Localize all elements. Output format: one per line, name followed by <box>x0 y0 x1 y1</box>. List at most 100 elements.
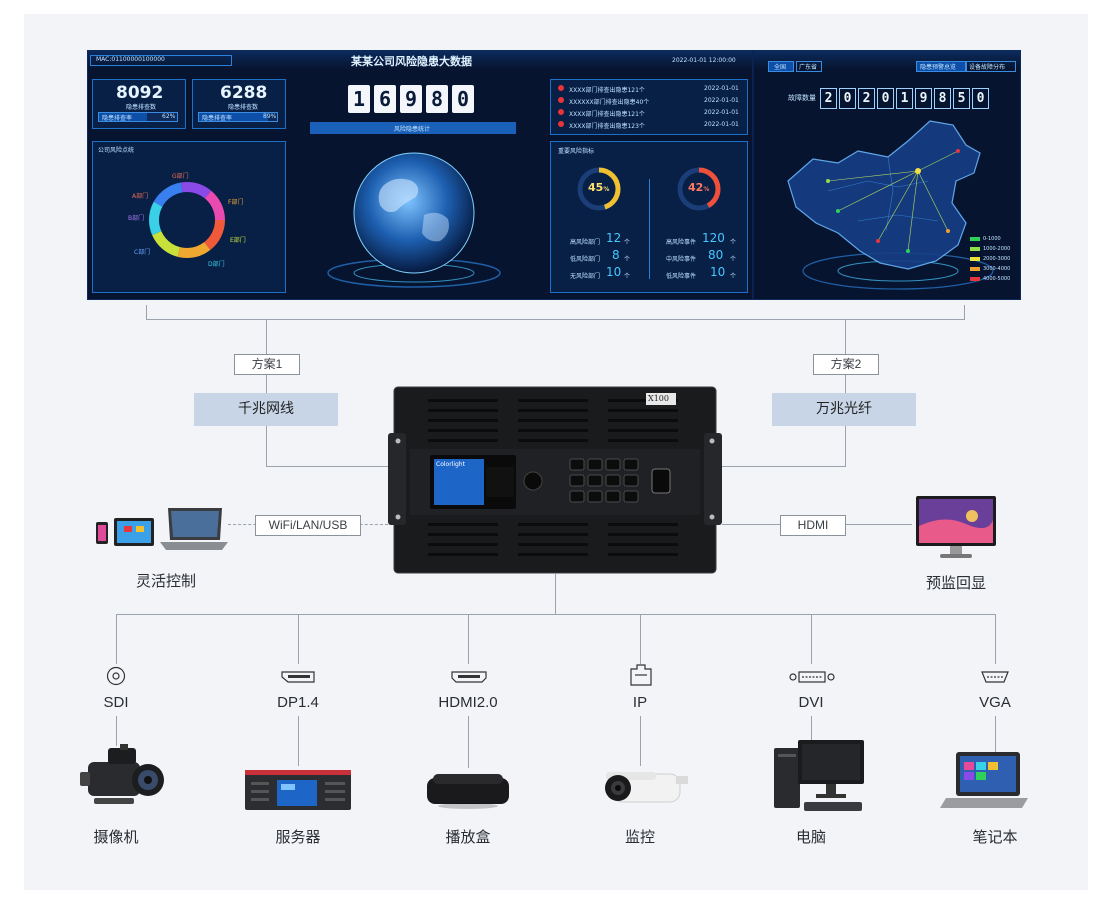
risk-right-label-3: 低风险事件 <box>666 273 697 280</box>
control-label: 灵活控制 <box>135 572 196 590</box>
port-label-hdmi: HDMI2.0 <box>438 694 498 711</box>
alert-date-3: 2022-01-01 <box>704 109 739 116</box>
stat-1-bar-rest <box>147 113 177 121</box>
donut-slice-a <box>149 182 225 258</box>
legend-swatch-5 <box>970 277 980 281</box>
fault-digit-3: 2 <box>858 88 875 109</box>
risk-right-value-2: 80 <box>708 248 724 262</box>
department-risk-title: 公司风险点统 <box>98 147 135 154</box>
alert-text-1: XXXX部门排查出隐患121个 <box>569 87 645 94</box>
port-label-vga: VGA <box>979 694 1011 711</box>
wall-bracket-right <box>964 305 965 319</box>
risk-left-label-3: 无风险部门 <box>570 273 601 280</box>
fault-digit-7: 8 <box>934 88 951 109</box>
device-label-surveillance: 监控 <box>624 828 655 846</box>
vga-port-icon <box>981 671 1009 683</box>
dvi-port-icon <box>789 671 835 683</box>
donut-slice-d <box>149 182 225 258</box>
alert-date-2: 2022-01-01 <box>704 97 739 104</box>
risk-right-label-1: 高风险事件 <box>666 239 697 246</box>
surveillance-camera-icon <box>605 772 688 803</box>
dashboard-title: 某某公司风险隐患大数据 <box>351 55 472 68</box>
fault-digit-8: 5 <box>953 88 970 109</box>
fault-digit-2: 0 <box>839 88 856 109</box>
map-tab-faults-label: 设备故障分布 <box>969 64 1006 71</box>
legend-label-2: 1000-2000 <box>983 246 1011 252</box>
port-label-ip: IP <box>632 694 648 711</box>
risk-divider <box>649 179 650 279</box>
device-model-label: X100 <box>648 394 669 403</box>
dp-port-icon <box>281 671 315 683</box>
map-tab-province[interactable] <box>796 61 822 72</box>
counter-label: 风险隐患统计 <box>394 126 431 133</box>
donut-slice-b <box>149 182 225 258</box>
camcorder-icon <box>80 744 164 804</box>
device-label-laptop: 笔记本 <box>972 828 1018 846</box>
gauge-2 <box>677 167 721 211</box>
risk-panel-title: 重要风险指标 <box>558 148 595 155</box>
device-label-computer: 电脑 <box>795 828 826 846</box>
risk-left-value-1: 12 <box>606 231 622 245</box>
alert-icon-1 <box>558 85 564 91</box>
fault-digit-9: 0 <box>972 88 989 109</box>
input-drop-1 <box>116 614 117 664</box>
map-tab-faults[interactable] <box>966 61 1016 72</box>
legend-swatch-1 <box>970 237 980 241</box>
risk-left-label-1: 高风险部门 <box>570 239 601 246</box>
legend-label-3: 2000-3000 <box>983 256 1011 262</box>
risk-right-value-3: 10 <box>710 265 726 279</box>
monitor-icon <box>916 496 996 558</box>
port-label-dvi: DVI <box>798 694 824 711</box>
port-device-line-3 <box>468 716 469 768</box>
department-donut-chart <box>149 182 225 258</box>
stat-1-bar-value: 62% <box>162 113 176 120</box>
map-tab-national[interactable] <box>768 61 794 72</box>
device-brand-label: Colorlight <box>436 461 465 468</box>
hdmi-port-icon <box>451 671 487 683</box>
department-risk-panel <box>92 141 286 293</box>
alert-icon-3 <box>558 109 564 115</box>
port-device-line-5 <box>811 716 812 740</box>
plan1-line-horizontal <box>266 466 388 467</box>
alert-list <box>550 79 748 135</box>
fault-digit-4: 0 <box>877 88 894 109</box>
dept-label-b: B部门 <box>128 215 145 222</box>
stat-1-bar <box>98 112 178 122</box>
monitor-tag: HDMI <box>780 515 846 536</box>
mac-frame <box>90 55 232 66</box>
input-bus <box>116 614 996 615</box>
alert-icon-2 <box>558 97 564 103</box>
map-tab-warning-label: 隐患预警总览 <box>920 64 957 71</box>
device-label-media-box: 播放盒 <box>445 828 491 846</box>
port-device-line-1 <box>116 716 117 746</box>
risk-right-unit-3: 个 <box>730 273 737 280</box>
mac-address: MAC:01100000100000 <box>96 56 165 63</box>
laptop-icon <box>940 752 1028 808</box>
alert-text-4: XXXX部门排查出隐患123个 <box>569 123 645 130</box>
port-label-dp: DP1.4 <box>277 694 319 711</box>
map-tab-national-label: 全国 <box>774 64 787 71</box>
counter-digit-4: 8 <box>426 85 448 113</box>
wall-divider <box>752 51 754 299</box>
stat-1-bar-label: 隐患排查率 <box>102 115 133 122</box>
plan1-tag: 方案1 <box>234 354 300 375</box>
video-processor-device <box>388 386 722 574</box>
media-player-box-icon <box>427 774 509 809</box>
alert-text-2: XXXXXX部门排查出隐患40个 <box>569 99 650 106</box>
control-tag: WiFi/LAN/USB <box>255 515 361 536</box>
stat-2-bar <box>198 112 278 122</box>
map-tab-warning[interactable] <box>916 61 966 72</box>
input-drop-6 <box>995 614 996 664</box>
legend-swatch-3 <box>970 257 980 261</box>
dept-label-d: D部门 <box>208 261 225 268</box>
dept-label-c: C部门 <box>134 249 151 256</box>
counter-label-bar <box>310 122 516 134</box>
sdi-port-icon <box>106 666 126 686</box>
fault-digit-1: 2 <box>820 88 837 109</box>
map-tab-province-label: 广东省 <box>799 64 818 71</box>
donut-slice-f <box>149 182 225 258</box>
legend-label-1: 0-1000 <box>983 236 1001 242</box>
led-video-wall: MAC:01100000100000 某某公司风险隐患大数据 2022-01-0… <box>87 50 1021 300</box>
counter-digit-1: 1 <box>348 85 370 113</box>
risk-right-unit-1: 个 <box>730 239 737 246</box>
